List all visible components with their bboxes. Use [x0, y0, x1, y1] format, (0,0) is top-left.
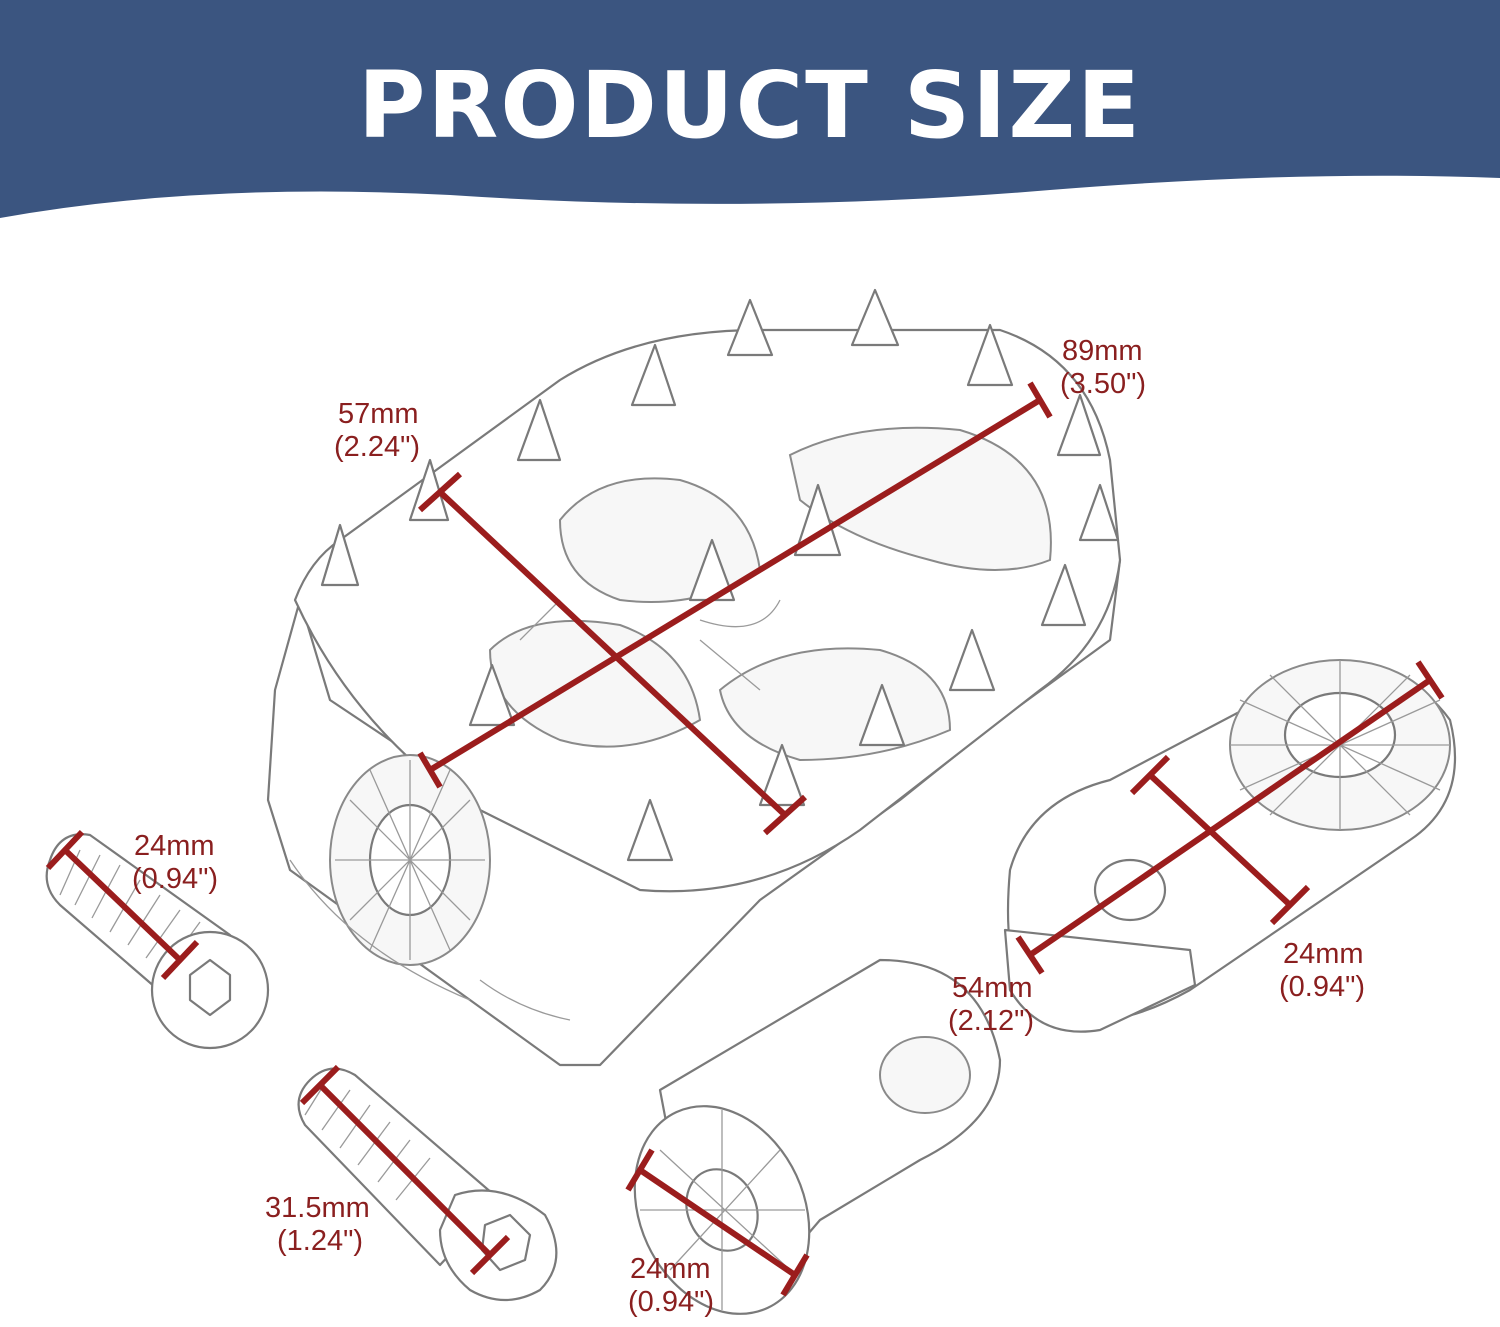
long-bolt-metric-label: 31.5mm [265, 1192, 370, 1224]
dimension-labels: 89mm (3.50") 57mm (2.24") 24mm (0.94") 3… [132, 335, 1365, 1318]
footpeg-length-imperial-label: (3.50") [1060, 368, 1146, 400]
short-bolt-imperial-label: (0.94") [132, 863, 218, 895]
bracket-length-dimension-line [1015, 660, 1445, 975]
mount-diameter-imperial-label: (0.94") [628, 1286, 714, 1318]
short-bolt-metric-label: 24mm [134, 830, 215, 862]
dimension-lines [45, 381, 1445, 1297]
bracket-length-metric-label: 54mm [952, 972, 1033, 1004]
footpeg-width-imperial-label: (2.24") [334, 431, 420, 463]
header-banner: PRODUCT SIZE [0, 0, 1500, 218]
footpeg-length-dimension-line [417, 381, 1053, 789]
footpeg-width-metric-label: 57mm [338, 398, 419, 430]
bracket-length-imperial-label: (2.12") [948, 1005, 1034, 1037]
short-bolt-dimension-line [45, 829, 200, 981]
bracket-width-metric-label: 24mm [1283, 938, 1364, 970]
bracket-width-dimension-line [1129, 754, 1311, 926]
long-bolt-imperial-label: (1.24") [277, 1225, 363, 1257]
long-bolt-dimension-line [299, 1064, 511, 1276]
mount-diameter-metric-label: 24mm [630, 1253, 711, 1285]
mount-illustration [633, 958, 1002, 1315]
bracket-width-imperial-label: (0.94") [1279, 971, 1365, 1003]
footpeg-length-metric-label: 89mm [1062, 335, 1143, 367]
footpeg-illustration [266, 288, 1122, 1067]
footpeg-width-dimension-line [417, 471, 808, 836]
page-title: PRODUCT SIZE [358, 52, 1142, 159]
footpeg-spikes [320, 288, 1120, 862]
mount-diameter-dimension-line [625, 1148, 810, 1297]
header-background [0, 0, 1500, 218]
